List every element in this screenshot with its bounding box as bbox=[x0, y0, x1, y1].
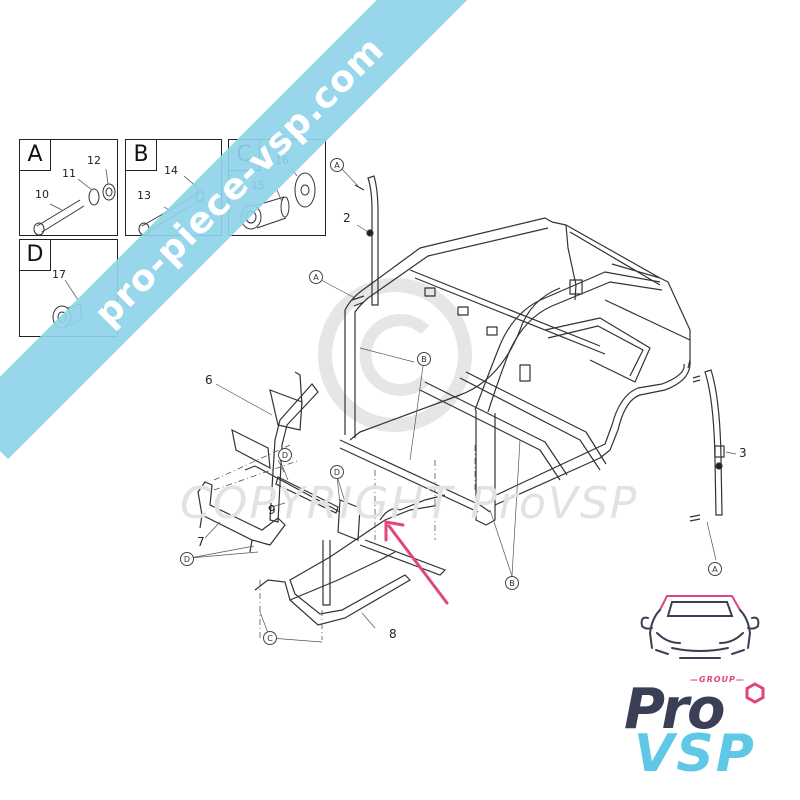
part-number-3: 3 bbox=[739, 446, 747, 460]
part-label-13: 13 bbox=[137, 189, 151, 202]
fastener-callout-d: D bbox=[278, 448, 292, 462]
fastener-callout-d: D bbox=[180, 552, 194, 566]
fastener-callout-a: A bbox=[309, 270, 323, 284]
bolt-washer-nut-icon bbox=[33, 168, 116, 236]
detail-letter-a: A bbox=[20, 140, 51, 171]
fastener-callout-d: D bbox=[330, 465, 344, 479]
part-number-6: 6 bbox=[205, 373, 213, 387]
fastener-callout-a: A bbox=[330, 158, 344, 172]
car-front-icon bbox=[640, 595, 760, 659]
detail-box-a: A 10 11 12 bbox=[19, 139, 118, 236]
fastener-callout-c: C bbox=[263, 631, 277, 645]
fastener-callout-b: B bbox=[505, 576, 519, 590]
copyright-watermark: COPYRIGHT ProVSP bbox=[180, 478, 639, 529]
part-label-10: 10 bbox=[35, 188, 49, 201]
part-label-17: 17 bbox=[52, 268, 66, 281]
detail-letter-b: B bbox=[126, 140, 157, 171]
hex-nut-icon bbox=[745, 682, 765, 704]
part-number-8: 8 bbox=[389, 627, 397, 641]
detail-letter-d: D bbox=[20, 240, 51, 271]
part-label-11: 11 bbox=[62, 167, 76, 180]
part-label-14: 14 bbox=[164, 164, 178, 177]
logo-vsp-text: VSP bbox=[634, 724, 756, 784]
part-number-2: 2 bbox=[343, 211, 351, 225]
fastener-callout-b: B bbox=[417, 352, 431, 366]
part-number-7: 7 bbox=[197, 535, 205, 549]
provsp-logo: —GROUP— Pro VSP bbox=[612, 588, 782, 784]
logo-pro-text: Pro bbox=[624, 677, 725, 742]
logo-group-text: —GROUP— bbox=[690, 675, 745, 684]
part-label-12: 12 bbox=[87, 154, 101, 167]
part-number-9: 9 bbox=[268, 503, 276, 517]
fastener-callout-a: A bbox=[708, 562, 722, 576]
